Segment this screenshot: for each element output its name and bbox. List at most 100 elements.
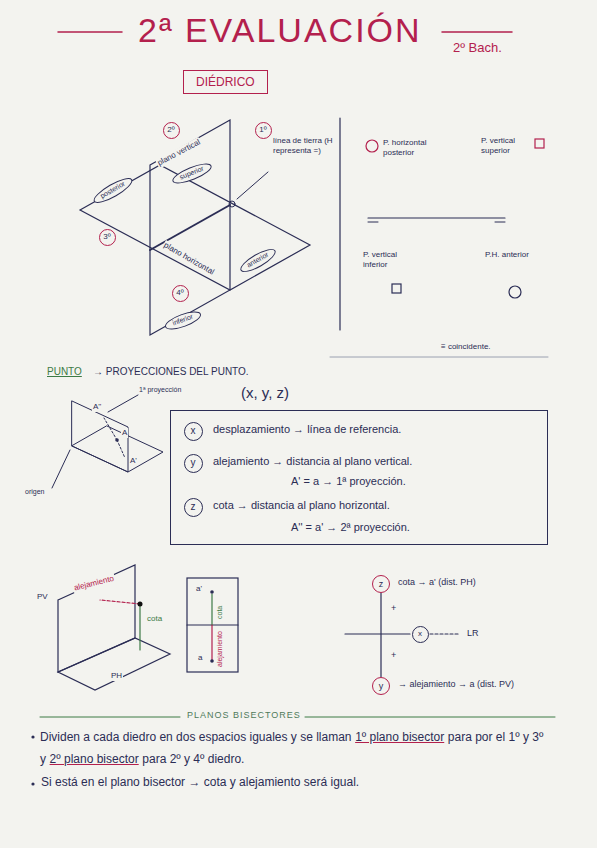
circle-symbol (509, 286, 521, 298)
leader-line (237, 172, 268, 199)
reference-line (345, 633, 410, 634)
ground-line (368, 217, 505, 218)
note-label: LR (466, 628, 480, 639)
note-label: plano vertical (155, 137, 203, 169)
note-label: + (390, 603, 397, 614)
node-text: anterior (246, 250, 271, 269)
ground-point (229, 201, 235, 207)
note-label: (x, y, z) (240, 384, 290, 402)
title-rule (442, 31, 512, 33)
section-rule (40, 717, 180, 718)
bullet (31, 735, 34, 738)
title-rule (58, 31, 122, 33)
note-label: cota (146, 614, 163, 624)
note-label: PV (36, 592, 49, 602)
node-text: 1º (259, 125, 266, 135)
distance-line (211, 594, 212, 625)
callout-circle: 3º (99, 229, 116, 246)
separator (339, 118, 340, 330)
callout-circle: y (372, 677, 390, 695)
note-label: 2º Bach. (452, 40, 503, 56)
callout-circle: y (184, 454, 203, 473)
projection-line (104, 418, 117, 440)
node-text: DIÉDRICO (196, 75, 255, 89)
callout-circle: z (184, 498, 203, 517)
note-label: A (121, 428, 128, 438)
node-text: y (191, 457, 196, 469)
note-label: línea de tierra (H representa =) (272, 136, 336, 155)
node-text: posterior (99, 180, 127, 201)
note-label: ≡ coincidente. (440, 342, 492, 352)
node-text: x (418, 629, 422, 639)
paragraph: Dividen a cada diedro en dos espacios ig… (40, 726, 560, 770)
section-tag: DIÉDRICO (183, 70, 268, 94)
note-label: cota (216, 605, 224, 620)
horizontal-plane (58, 638, 170, 690)
point (115, 438, 119, 442)
square-symbol (535, 139, 544, 148)
note-label: A' (129, 456, 138, 466)
callout-circle: x (412, 626, 429, 643)
note-label: A'' (92, 402, 102, 412)
node-text: inferior (172, 312, 195, 327)
point (210, 659, 214, 663)
note-label: → PROYECCIONES DEL PUNTO. (92, 366, 250, 378)
note-label: alejamiento (72, 574, 116, 594)
region-oval: inferior (163, 307, 203, 332)
node-text: superior (179, 164, 206, 181)
square-symbol (392, 284, 401, 293)
leader-line (108, 395, 138, 412)
region-oval: posterior (91, 173, 136, 206)
note-label: a (197, 653, 203, 663)
distance-line (100, 600, 140, 604)
node-text: alejamiento → distancia al plano vertica… (213, 455, 412, 468)
paragraph-text: 2º plano bisector (50, 752, 139, 766)
node-text: 3º (103, 232, 110, 242)
horizontal-plane (72, 426, 163, 472)
note-label: P.H. anterior (484, 250, 531, 260)
vertical-plane (150, 120, 230, 335)
node-text: z (379, 579, 384, 590)
callout-circle: x (184, 422, 203, 441)
definition-box: desplazamiento → línea de referencia. ale… (170, 410, 548, 545)
node-text: y (379, 681, 384, 692)
point (210, 590, 214, 594)
node-text: A'' = a' → 2ª proyección. (291, 521, 410, 534)
callout-circle: 4º (172, 285, 189, 302)
note-label: PLANOS BISECTORES (186, 710, 302, 721)
section-rule (330, 357, 548, 358)
section-rule (305, 717, 555, 718)
node-text: 4º (176, 288, 183, 298)
distance-line (139, 604, 140, 650)
paragraph-text: para 2º y 4º diedro. (142, 752, 244, 766)
circle-symbol (366, 140, 378, 152)
content-frame (166, 402, 552, 403)
point (138, 602, 143, 607)
reference-line (430, 633, 458, 634)
node-text: 2º (167, 125, 174, 135)
note-label: + (390, 650, 397, 661)
note-label: P. vertical superior (480, 136, 532, 155)
note-label: a' (195, 584, 203, 594)
node-text: desplazamiento → línea de referencia. (213, 423, 401, 436)
leader-line (52, 450, 70, 488)
node-text: A' = a → 1ª proyección. (291, 475, 406, 488)
ground-mark (368, 222, 378, 223)
bullet (31, 782, 34, 785)
distance-line (211, 625, 212, 660)
note-label: P. vertical inferior (362, 250, 418, 269)
note-label: P. horizontal posterior (382, 138, 446, 157)
note-label: 1ª proyección (138, 386, 182, 394)
note-label: cota → a' (dist. PH) (397, 577, 477, 588)
node-text: z (191, 501, 196, 513)
paragraph-text: Dividen a cada diedro en dos espacios ig… (40, 730, 352, 744)
connector (380, 593, 381, 677)
note-label: PUNTO (46, 366, 83, 378)
note-label: alejamiento (216, 630, 224, 668)
paragraph-text: 1º plano bisector (355, 730, 444, 744)
callout-circle: 2º (163, 122, 180, 139)
projection-line (117, 440, 125, 458)
horizontal-plane (80, 165, 310, 290)
note-label: PH (110, 671, 123, 681)
